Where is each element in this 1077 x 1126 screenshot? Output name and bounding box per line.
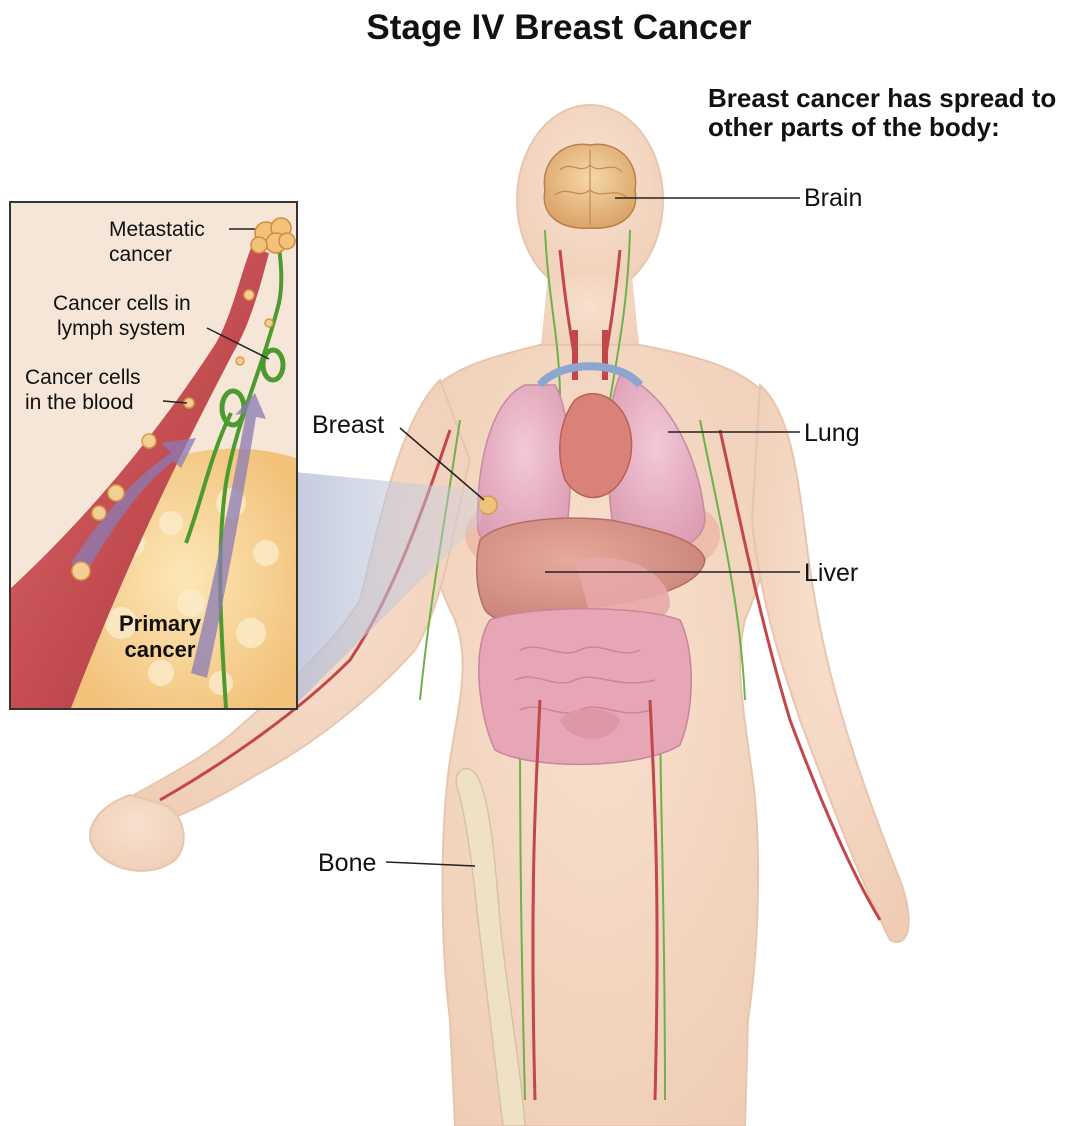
- heart: [560, 394, 632, 498]
- lung-label: Lung: [804, 419, 860, 448]
- lymph-node: [222, 391, 244, 425]
- lymph-node-2: [263, 350, 283, 380]
- primary-cancer-label: Primary cancer: [119, 611, 201, 663]
- liver-label: Liver: [804, 559, 858, 588]
- metastatic-cluster: [251, 218, 295, 253]
- spread-subtitle: Breast cancer has spread to other parts …: [708, 84, 1077, 142]
- bone-label: Bone: [318, 849, 376, 878]
- metastasis-inset: Metastatic cancer Cancer cells in lymph …: [9, 201, 298, 710]
- intestines: [479, 609, 691, 765]
- brain-label: Brain: [804, 184, 862, 213]
- page-title: Stage IV Breast Cancer: [0, 8, 1077, 48]
- metastatic-cancer-label: Metastatic cancer: [109, 217, 205, 267]
- blood-cells-label: Cancer cells in the blood: [25, 365, 141, 415]
- lymph-system-label: Cancer cells in lymph system: [53, 291, 191, 341]
- breast-label: Breast: [312, 411, 384, 440]
